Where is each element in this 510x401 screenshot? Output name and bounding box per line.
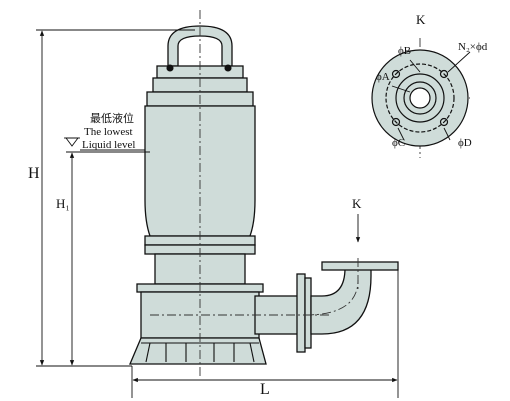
- phi-a-label: ϕA: [376, 71, 390, 83]
- dim-h1-label: H₁: [56, 196, 70, 211]
- dim-l-label: L: [260, 381, 270, 398]
- elbow-top-flange: [321, 261, 399, 271]
- liquid-level-en-1: The lowest: [84, 126, 133, 138]
- view-k-arrow-label: K: [352, 196, 362, 211]
- bolt-hole-bl: [391, 117, 401, 127]
- bolt-hole-tr: [439, 69, 449, 79]
- pump-base: [129, 337, 267, 365]
- outlet-flange-right: [304, 277, 312, 349]
- discharge-elbow: [310, 267, 372, 335]
- bolt-hole-br: [439, 117, 449, 127]
- bolt-hole-tl: [391, 69, 401, 79]
- phi-b-label: ϕB: [398, 45, 411, 57]
- bolts-label: N₂×ϕd: [458, 41, 488, 53]
- liquid-level-en-2: Liquid level: [82, 139, 135, 151]
- dim-h-label: H: [28, 165, 40, 182]
- phi-c-label: ϕC: [392, 137, 405, 149]
- phi-d-label: ϕD: [458, 137, 472, 149]
- view-k-title: K: [416, 12, 426, 27]
- outlet-flange-left: [296, 273, 306, 353]
- k-flange-view: [371, 49, 469, 147]
- discharge-pipe: [254, 295, 304, 335]
- liquid-level-cn: 最低液位: [90, 111, 134, 125]
